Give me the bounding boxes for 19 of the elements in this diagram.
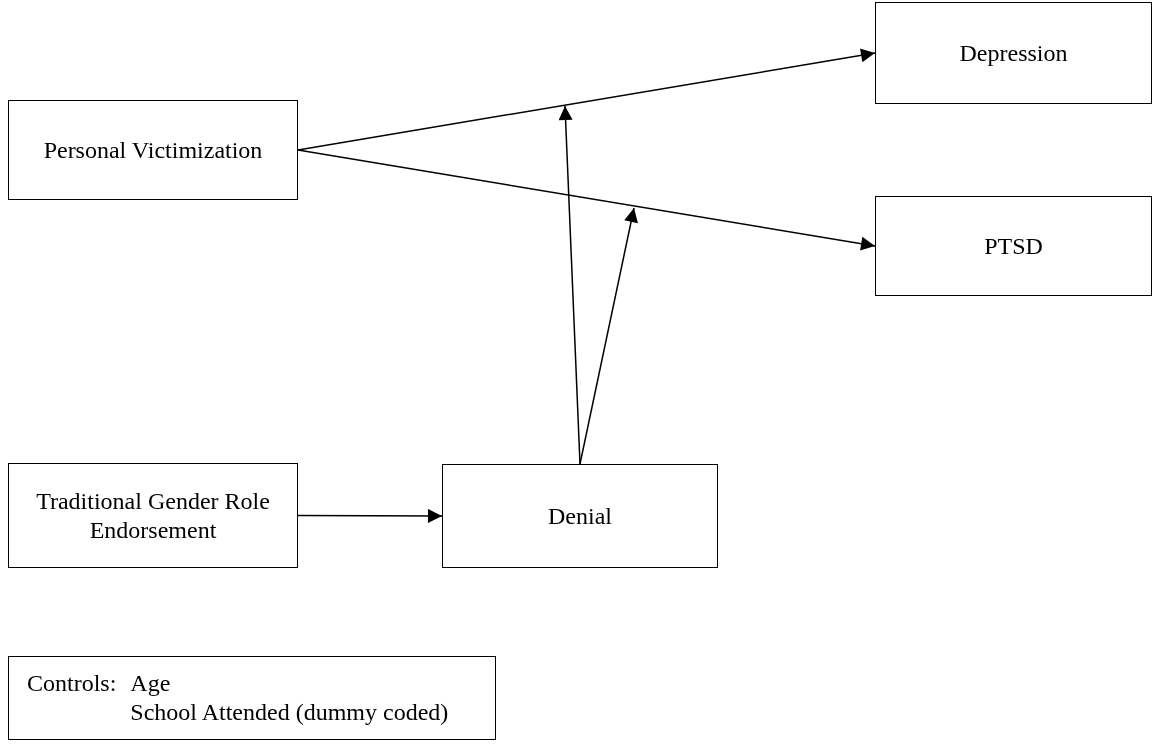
variable-box	[875, 2, 1152, 104]
variable-label: Denial	[548, 501, 612, 531]
variable-label: Traditional Gender Role Endorsement	[35, 486, 271, 545]
arrow	[297, 48, 876, 151]
control-variable: School Attended (dummy coded)	[130, 698, 449, 727]
arrow	[579, 207, 638, 465]
variable-label: PTSD	[984, 231, 1043, 261]
arrow	[297, 149, 876, 251]
variable-box	[442, 464, 718, 568]
variable-box	[875, 196, 1152, 296]
variable-box	[8, 100, 298, 200]
arrow	[558, 105, 581, 465]
controls-box	[8, 656, 496, 740]
variable-label: Depression	[959, 38, 1068, 68]
arrow	[297, 508, 443, 523]
controls-heading: Controls:	[27, 669, 117, 698]
variable-box	[8, 463, 298, 568]
control-variable: Age	[130, 669, 172, 698]
variable-label: Personal Victimization	[43, 135, 263, 165]
